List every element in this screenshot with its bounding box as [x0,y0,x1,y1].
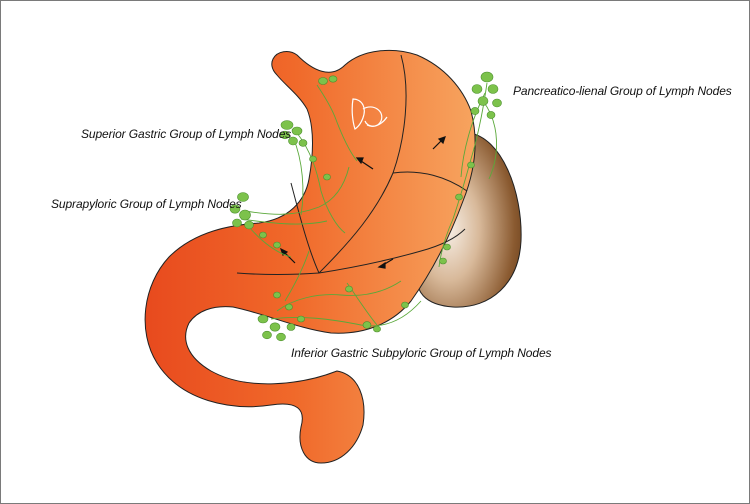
superior-gastric-label: Superior Gastric Group of Lymph Nodes [81,127,292,141]
stomach [144,49,476,464]
suprapyloric-nodes [229,192,281,249]
inferior-gastric-nodes [257,285,409,342]
inferior-gastric-subpyloric-label: Inferior Gastric Subpyloric Group of Lym… [291,346,552,360]
lymph-flow-arrows [279,136,446,269]
pancreatico-lienal-nodes [439,71,502,265]
logo-mark [351,98,388,130]
superior-gastric-nodes [280,75,338,181]
stomach-region-lines [236,54,468,275]
pancreatico-lienal-label: Pancreatico-lienal Group of Lymph Nodes [513,84,732,98]
suprapyloric-label: Suprapyloric Group of Lymph Nodes [51,197,242,211]
